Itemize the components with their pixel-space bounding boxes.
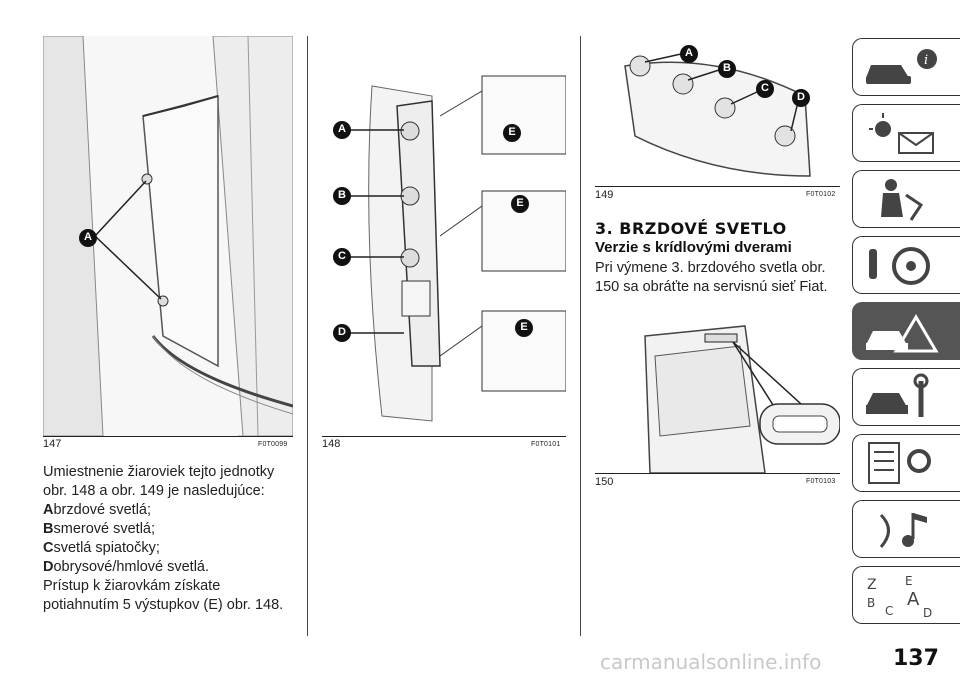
callout-c: C (761, 82, 769, 94)
figure-code: F0T0101 (531, 441, 561, 448)
item-text: svetlá spiatočky; (53, 540, 160, 556)
callout-a: A (685, 47, 693, 59)
figure-rule (595, 186, 840, 187)
tab-maintenance[interactable] (852, 368, 960, 426)
column-divider (307, 36, 308, 636)
figure-rule (595, 473, 840, 474)
access-text: Prístup k žiarovkám získate potiahnutím … (43, 578, 284, 613)
figure-148-image: A B C D E E E (322, 36, 566, 436)
svg-text:B: B (867, 596, 875, 610)
tab-starting-driving[interactable] (852, 236, 960, 294)
tab-safety[interactable] (852, 170, 960, 228)
tab-car-info[interactable]: i (852, 38, 960, 96)
section-body: Pri výmene 3. brzdového svetla obr. 150 … (595, 260, 828, 295)
svg-text:C: C (885, 604, 893, 618)
svg-text:Z: Z (867, 577, 877, 593)
car-wrench-icon (866, 373, 929, 417)
alphabet-index-icon: Z E B AC D (867, 574, 932, 620)
item-text: smerové svetlá; (53, 521, 156, 537)
svg-text:D: D (923, 606, 932, 620)
page-number: 137 (893, 646, 939, 671)
figure-rule (322, 436, 566, 437)
section-subtitle: Verzie s krídlovými dverami (595, 239, 792, 256)
list-item: Dobrysové/hmlové svetlá. (43, 558, 298, 577)
item-text: brzdové svetlá; (53, 502, 152, 518)
column-divider (580, 36, 581, 636)
figure-code: F0T0102 (806, 191, 836, 198)
svg-text:A: A (907, 589, 920, 610)
list-item: Bsmerové svetlá; (43, 520, 298, 539)
callout-b: B (723, 62, 731, 74)
light-envelope-icon (869, 113, 934, 154)
checklist-gear-icon (868, 442, 931, 484)
section-title: 3. BRZDOVÉ SVETLO (595, 219, 787, 238)
callout-c: C (338, 250, 346, 262)
figure-150-image (595, 316, 840, 473)
figure-number: 150 (595, 476, 614, 488)
item-key: C (43, 540, 54, 556)
item-key: D (43, 559, 54, 575)
tab-emergency[interactable] (852, 302, 960, 360)
figure-147-image: A (43, 36, 293, 436)
svg-text:i: i (924, 53, 928, 68)
item-key: A (43, 502, 54, 518)
tab-technical-data[interactable] (852, 434, 960, 492)
figure-number: 147 (43, 438, 62, 450)
car-info-icon: i (866, 49, 937, 84)
seat-airbag-icon (881, 179, 924, 221)
callout-b: B (338, 189, 346, 201)
callout-d: D (338, 326, 346, 338)
figure-code: F0T0103 (806, 478, 836, 485)
callout-e: E (508, 126, 516, 138)
svg-text:E: E (905, 574, 913, 588)
car-emergency-icon (866, 314, 939, 353)
left-text-block: Umiestnenie žiaroviek tejto jednotky obr… (43, 463, 298, 615)
callout-d: D (797, 91, 805, 103)
list-item: Csvetlá spiatočky; (43, 539, 298, 558)
figure-rule (43, 436, 293, 437)
tab-multimedia[interactable] (852, 500, 960, 558)
item-key: B (43, 521, 54, 537)
tab-lights-messages[interactable] (852, 104, 960, 162)
music-media-icon (879, 513, 927, 548)
figure-149-image: A B C D (595, 36, 840, 186)
intro-text: Umiestnenie žiaroviek tejto jednotky obr… (43, 464, 275, 499)
list-item: Abrzdové svetlá; (43, 501, 298, 520)
watermark-text: carmanualsonline.info (600, 650, 822, 674)
item-text: obrysové/hmlové svetlá. (53, 559, 210, 575)
callout-e: E (520, 321, 528, 333)
callout-a: A (84, 231, 92, 243)
figure-number: 149 (595, 189, 614, 201)
figure-number: 148 (322, 438, 341, 450)
key-steering-wheel-icon (869, 247, 930, 285)
callout-e: E (516, 197, 524, 209)
figure-code: F0T0099 (258, 441, 288, 448)
callout-a: A (338, 123, 346, 135)
